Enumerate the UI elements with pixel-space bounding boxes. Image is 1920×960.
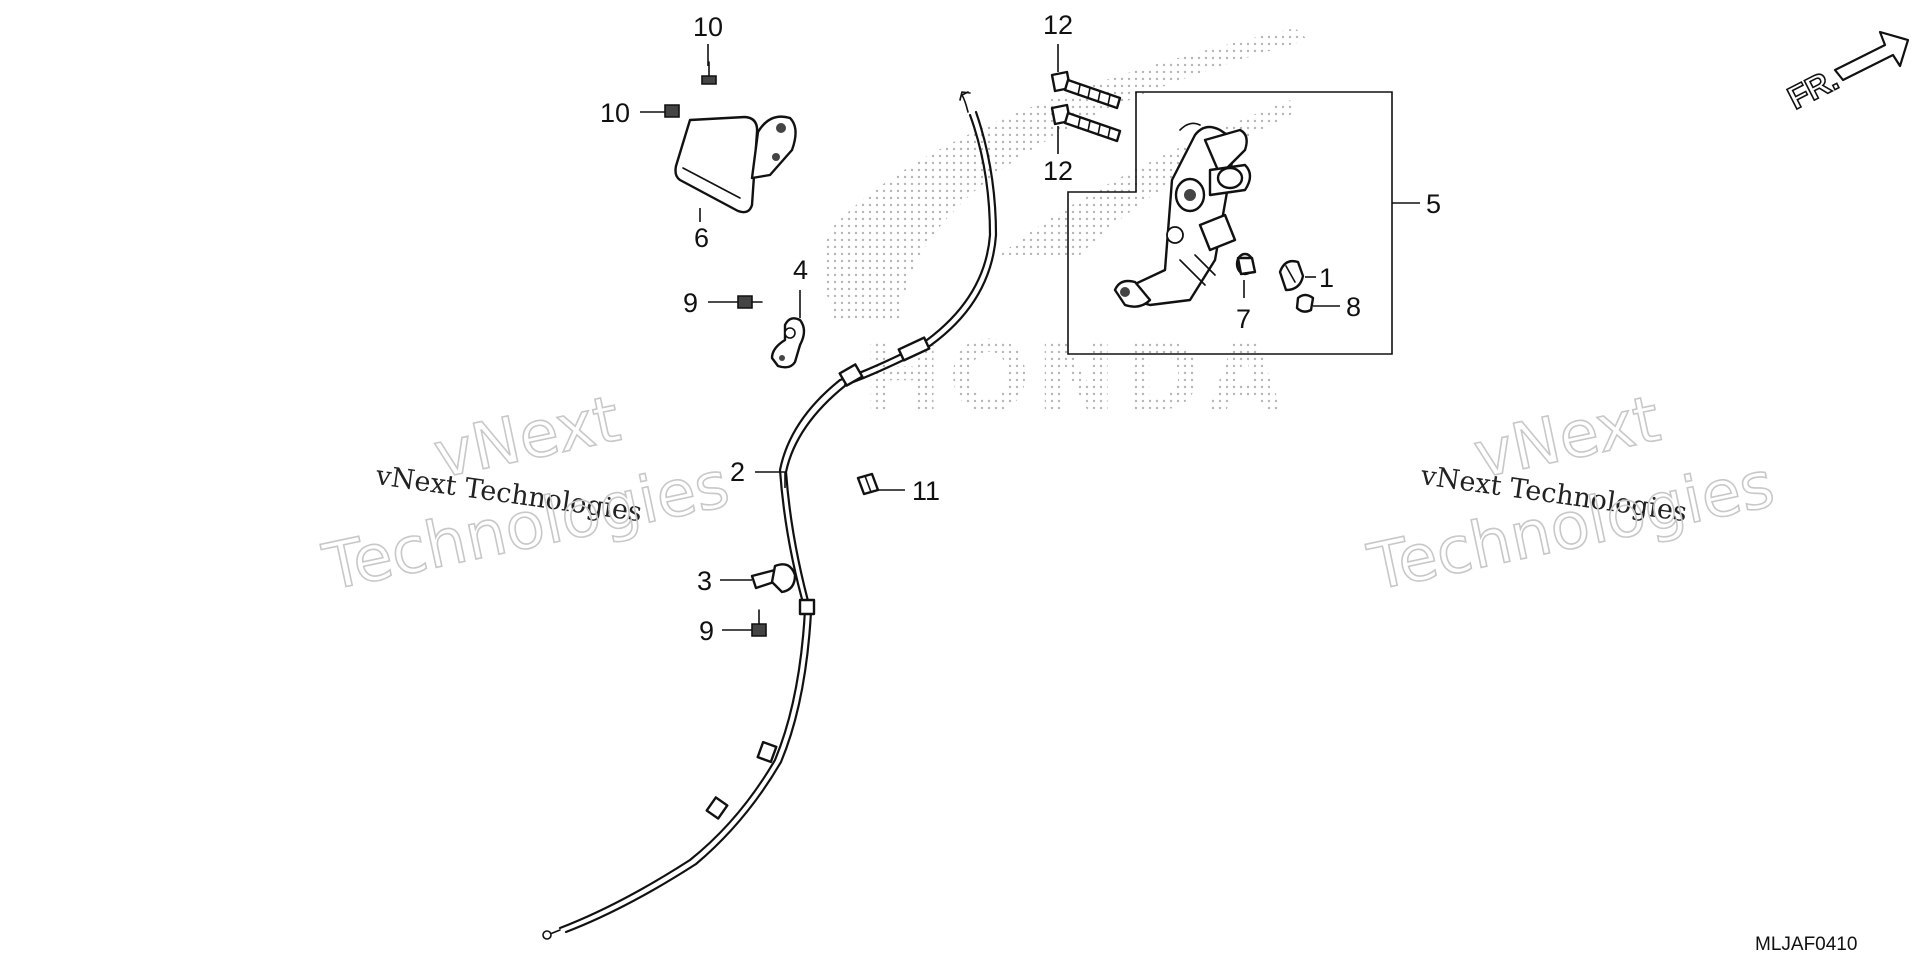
part-4-clamp [770, 317, 806, 369]
part-1-clip [1278, 259, 1305, 292]
honda-wordmark: HONDA [862, 321, 1288, 433]
callout-3: 3 [697, 566, 712, 596]
part-9-screw-upper [737, 295, 763, 309]
part-10-screw-top [701, 61, 717, 85]
front-direction-indicator: FR. [1781, 30, 1910, 117]
part-12-bolt-upper [1050, 70, 1122, 110]
part-5-lock-mechanism [1113, 122, 1252, 308]
part-7-bushing [1235, 252, 1257, 276]
callout-7: 7 [1236, 304, 1251, 334]
callout-1: 1 [1319, 263, 1334, 293]
diagram-code: MLJAF0410 [1755, 934, 1857, 955]
callout-9-lower: 9 [699, 616, 714, 646]
callout-9-upper: 9 [683, 288, 698, 318]
part-3-fitting [750, 563, 797, 594]
callout-numbers: 10 10 6 4 9 2 3 9 11 12 12 5 7 1 8 [600, 10, 1441, 646]
callout-2: 2 [730, 457, 745, 487]
leader-lines [640, 44, 1420, 631]
callout-11: 11 [912, 476, 940, 506]
watermark-left: vNext Technologies vNext Technologies [316, 382, 736, 607]
part-11-nut [856, 472, 880, 496]
callout-12-lower: 12 [1043, 156, 1073, 186]
callout-12-top: 12 [1043, 10, 1073, 40]
callout-6: 6 [694, 223, 709, 253]
part-8-nut [1295, 293, 1315, 313]
callout-10-left: 10 [600, 98, 630, 128]
callout-4: 4 [793, 255, 808, 285]
forward-arrow-icon [1833, 30, 1910, 82]
callout-8: 8 [1346, 292, 1361, 322]
part-5-assembly-box [1067, 91, 1393, 355]
part-12-bolt-lower [1050, 103, 1122, 143]
callout-10-top: 10 [693, 12, 723, 42]
part-6-cover [674, 115, 797, 214]
part-10-screw-left [664, 104, 680, 118]
part-9-screw-lower [751, 609, 767, 637]
watermark-right: vNext Technologies vNext Technologies [1361, 382, 1781, 607]
callout-5: 5 [1426, 189, 1441, 219]
part-2-cable [542, 91, 998, 940]
